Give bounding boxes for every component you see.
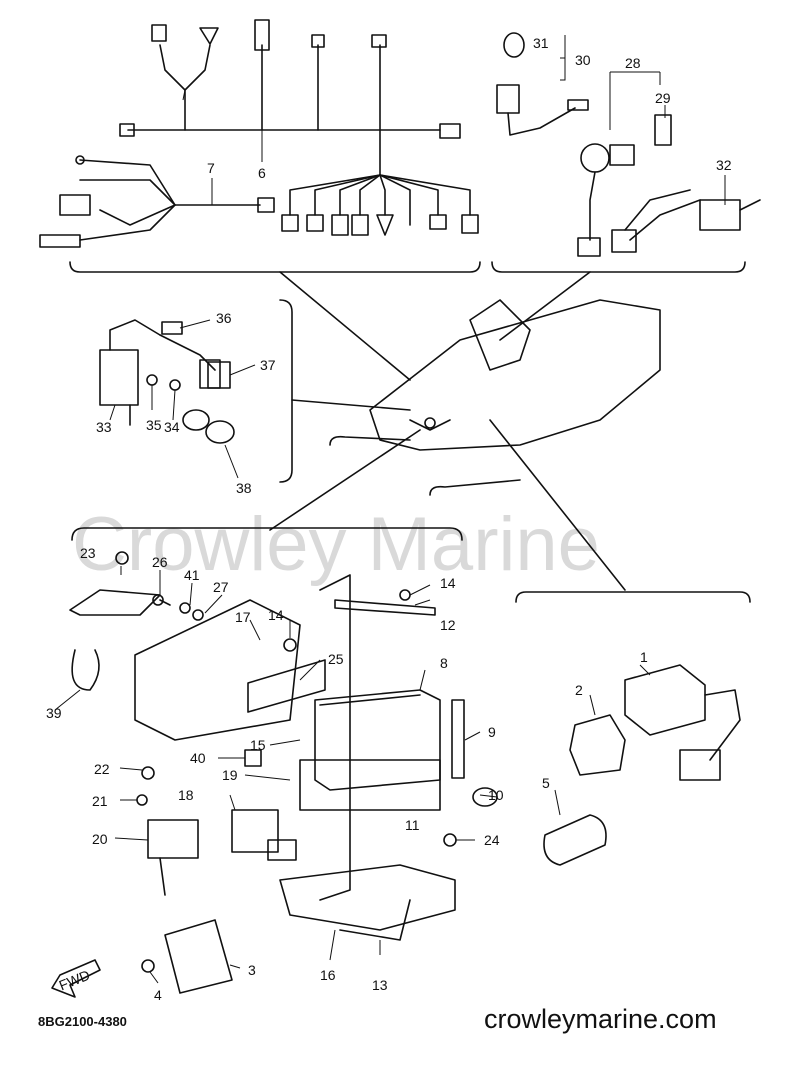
callout-8: 8 bbox=[440, 655, 448, 671]
callout-37: 37 bbox=[260, 357, 276, 373]
callout-labels: 1 2 3 4 5 6 7 8 9 10 11 12 13 14 14 15 1… bbox=[46, 35, 732, 1003]
callout-40: 40 bbox=[190, 750, 206, 766]
callout-12: 12 bbox=[440, 617, 456, 633]
callout-21: 21 bbox=[92, 793, 108, 809]
callout-24: 24 bbox=[484, 832, 500, 848]
callout-19: 19 bbox=[222, 767, 238, 783]
callout-41: 41 bbox=[184, 567, 200, 583]
callout-15: 15 bbox=[250, 737, 266, 753]
callout-36: 36 bbox=[216, 310, 232, 326]
callout-31: 31 bbox=[533, 35, 549, 51]
part-code: 8BG2100-4380 bbox=[38, 1014, 127, 1029]
callout-4: 4 bbox=[154, 987, 162, 1003]
callout-34: 34 bbox=[164, 419, 180, 435]
callout-7: 7 bbox=[207, 160, 215, 176]
front-arrow-label: FWD bbox=[57, 967, 93, 994]
callout-2: 2 bbox=[575, 682, 583, 698]
callout-11: 11 bbox=[405, 817, 420, 833]
callout-33: 33 bbox=[96, 419, 112, 435]
wire-harness-group bbox=[39, 19, 481, 273]
callout-17: 17 bbox=[235, 609, 251, 625]
callout-35: 35 bbox=[146, 417, 162, 433]
callout-13: 13 bbox=[372, 977, 388, 993]
callout-20: 20 bbox=[92, 831, 108, 847]
callout-9: 9 bbox=[488, 724, 496, 740]
callout-10: 10 bbox=[488, 787, 504, 803]
callout-29: 29 bbox=[655, 90, 671, 106]
callout-28: 28 bbox=[625, 55, 641, 71]
pointer-line bbox=[279, 271, 411, 381]
leader-lines bbox=[54, 35, 726, 984]
callout-16: 16 bbox=[320, 967, 336, 983]
cdi-unit-group bbox=[515, 591, 751, 866]
callout-30: 30 bbox=[575, 52, 591, 68]
forward-arrow bbox=[51, 959, 101, 998]
callout-25: 25 bbox=[328, 651, 344, 667]
switch-group bbox=[491, 32, 761, 273]
callout-5: 5 bbox=[542, 775, 550, 791]
callout-27: 27 bbox=[213, 579, 229, 595]
callout-18: 18 bbox=[178, 787, 194, 803]
watermark-text: Crowley Marine bbox=[72, 502, 600, 587]
callout-1: 1 bbox=[640, 649, 648, 665]
website-link[interactable]: crowleymarine.com bbox=[484, 1004, 717, 1034]
callout-32: 32 bbox=[716, 157, 732, 173]
callout-6: 6 bbox=[258, 165, 266, 181]
callout-26: 26 bbox=[152, 554, 168, 570]
callout-14a: 14 bbox=[440, 575, 456, 591]
callout-22: 22 bbox=[94, 761, 110, 777]
ignition-coil-group bbox=[99, 299, 293, 483]
callout-23: 23 bbox=[80, 545, 96, 561]
callout-38: 38 bbox=[236, 480, 252, 496]
callout-14b: 14 bbox=[268, 607, 284, 623]
snowmobile-outline bbox=[329, 299, 661, 496]
callout-3: 3 bbox=[248, 962, 256, 978]
electrical-box-group bbox=[69, 527, 498, 994]
callout-39: 39 bbox=[46, 705, 62, 721]
